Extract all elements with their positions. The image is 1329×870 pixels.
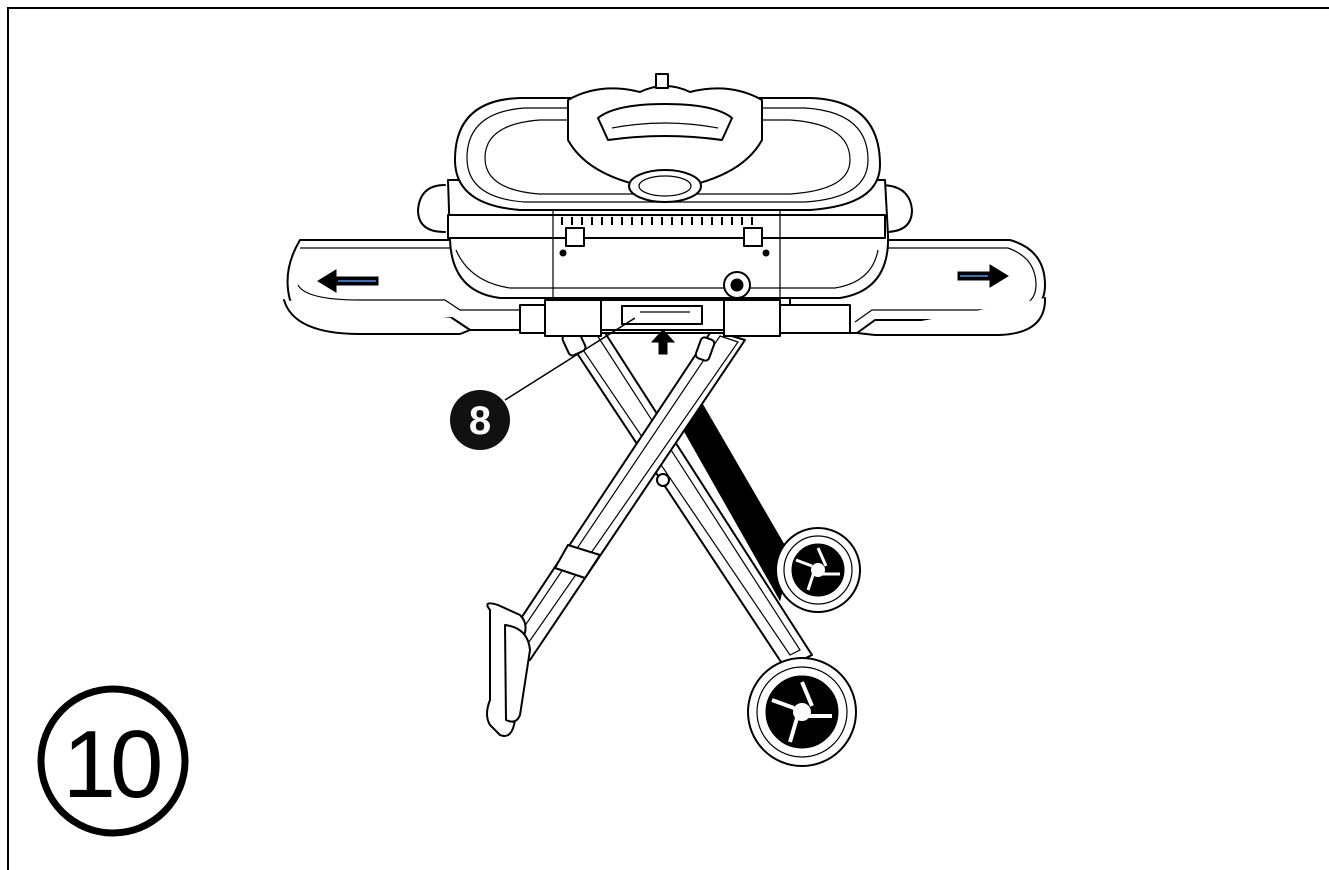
- leg-sleeve: [554, 544, 601, 579]
- grate: [561, 217, 753, 225]
- step-number: 10: [63, 711, 160, 818]
- diagram-frame: [7, 7, 1329, 870]
- grill-body: [417, 73, 913, 300]
- arrow-up-icon: [650, 329, 676, 355]
- pivot-bolt: [656, 473, 670, 487]
- crossbar: [519, 299, 851, 337]
- callout-badge: [450, 390, 510, 450]
- wheel-front: [747, 657, 857, 767]
- arrow-left-icon: [317, 269, 379, 293]
- thermometer: [628, 169, 702, 203]
- callout-leader: [504, 317, 636, 401]
- stand: [486, 324, 813, 737]
- callout-label: 8: [469, 399, 491, 443]
- wheel-rear: [775, 527, 861, 613]
- callout-8: 8: [450, 317, 636, 450]
- handle-latch: [621, 305, 703, 325]
- lid-handle: [597, 103, 733, 141]
- arrow-right-icon: [957, 264, 1009, 288]
- step-number-badge: 10: [37, 685, 189, 837]
